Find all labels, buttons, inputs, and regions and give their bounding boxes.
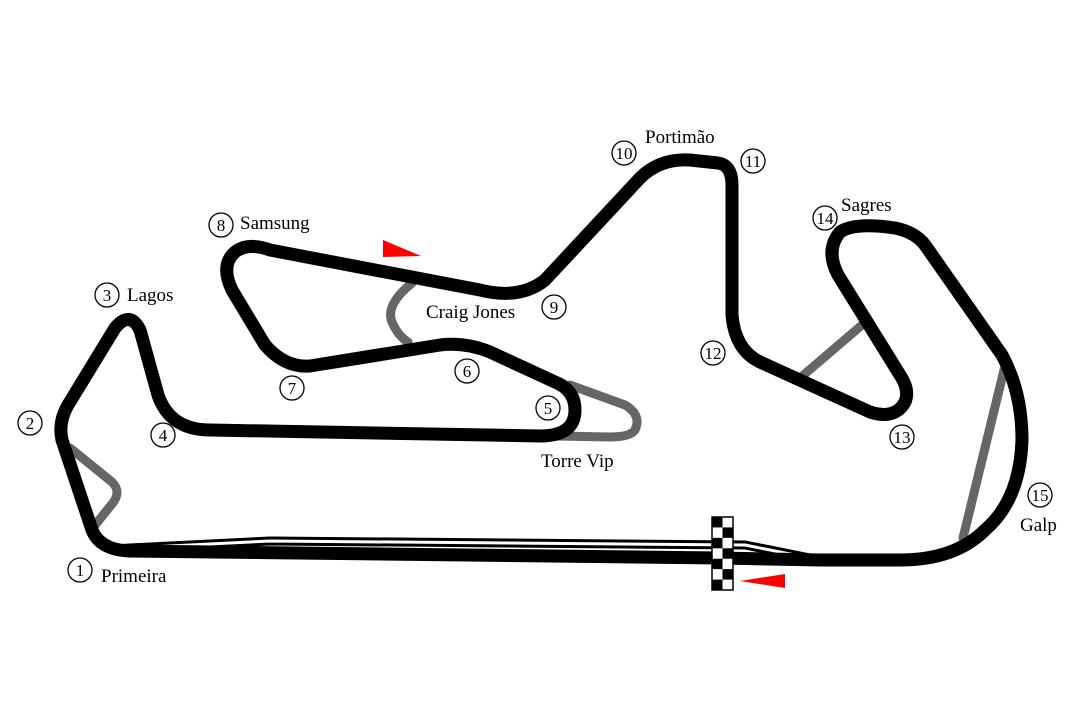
corner-number: 14: [817, 209, 835, 228]
corner-name: Galp: [1020, 515, 1057, 536]
corner-13: 13: [889, 424, 915, 450]
corner-number: 4: [159, 426, 168, 445]
corner-8: 8 Samsung: [208, 212, 310, 238]
corner-number: 1: [76, 561, 85, 580]
corner-name: Craig Jones: [426, 302, 515, 323]
corner-number-circle: [541, 294, 567, 320]
corner-number: 2: [26, 414, 35, 433]
corner-6: 6: [454, 358, 480, 384]
corner-number-circle: [740, 148, 766, 174]
corner-number: 3: [103, 286, 112, 305]
corner-number-circle: [889, 424, 915, 450]
direction-arrow-icon: [383, 240, 421, 257]
corner-number: 8: [217, 216, 226, 235]
corner-number: 5: [544, 399, 553, 418]
corner-name: Portimão: [645, 127, 715, 148]
corner-10: 10 Portimão: [611, 127, 715, 166]
runoff-galp: [958, 365, 1009, 543]
corner-number: 7: [288, 379, 297, 398]
corner-3: 3 Lagos: [94, 282, 173, 308]
corner-number-circle: [1027, 482, 1053, 508]
corner-number: 10: [616, 144, 633, 163]
runoff-turn-12-13: [795, 320, 867, 383]
corner-number: 15: [1032, 486, 1049, 505]
corner-name: Sagres: [841, 195, 892, 216]
corner-number: 12: [705, 344, 722, 363]
corner-14: 14 Sagres: [812, 195, 892, 231]
corner-name: Samsung: [240, 213, 310, 234]
corner-7: 7: [279, 375, 305, 401]
corner-1: 1 Primeira: [67, 557, 167, 587]
corner-number: 13: [894, 428, 911, 447]
corner-number-circle: [454, 358, 480, 384]
corner-9: 9 Craig Jones: [426, 294, 567, 323]
corner-4: 4: [150, 422, 176, 448]
corner-number: 11: [745, 152, 761, 171]
runoff-craig-jones: [386, 278, 417, 347]
runoff-turn-1-2: [65, 443, 122, 530]
main-track: [54, 153, 1029, 567]
corner-number-circle: [279, 375, 305, 401]
corner-number-circle: [208, 212, 234, 238]
corner-name: Primeira: [101, 566, 167, 587]
corner-number-circle: [700, 340, 726, 366]
corner-name: Lagos: [127, 285, 173, 306]
corner-number-circle: [67, 557, 93, 583]
runoff-sections: [65, 278, 1009, 543]
corner-number: 6: [463, 362, 472, 381]
corner-name: Torre Vip: [541, 451, 614, 472]
corner-11: 11: [740, 148, 766, 174]
corner-number-circle: [611, 140, 637, 166]
corner-number-circle: [17, 410, 43, 436]
direction-arrow-icon: [740, 574, 785, 588]
runoff-torre-vip: [550, 380, 642, 442]
pit-lane: [109, 536, 816, 564]
corner-number: 9: [550, 298, 559, 317]
corner-number-circle: [150, 422, 176, 448]
corner-12: 12: [700, 340, 726, 366]
corner-number-circle: [94, 282, 120, 308]
corner-number-circle: [812, 205, 838, 231]
corner-2: 2: [17, 410, 43, 436]
corner-number-circle: [535, 395, 561, 421]
checkered-flag-icon: [711, 516, 734, 591]
